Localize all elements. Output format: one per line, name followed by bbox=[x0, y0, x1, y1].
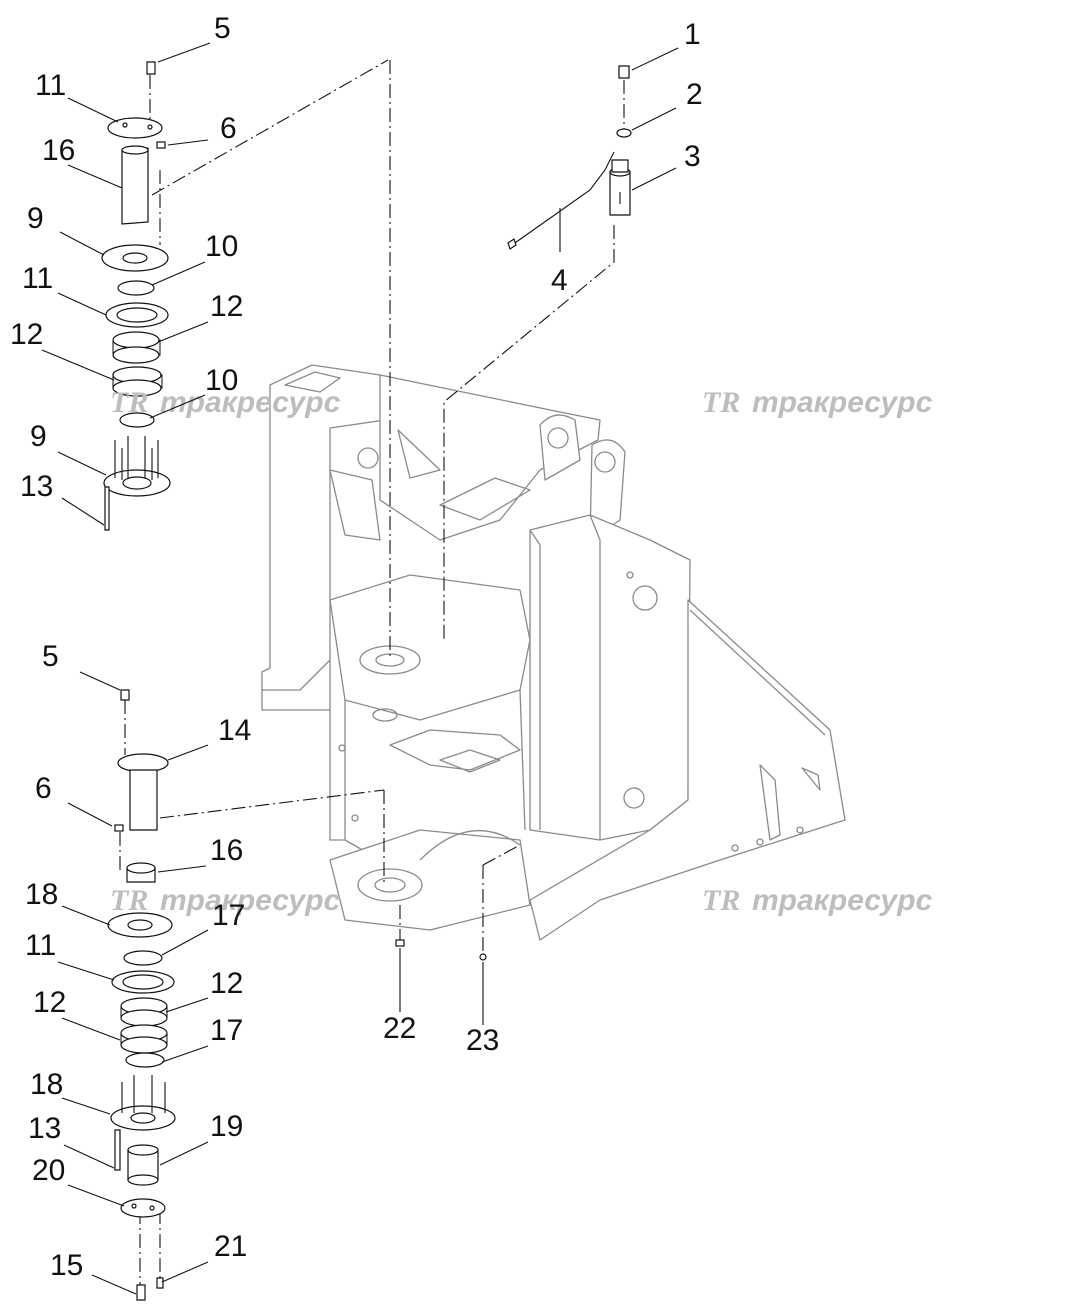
watermark-text: тракресурс bbox=[752, 884, 933, 917]
callout-20: 20 bbox=[32, 1154, 65, 1187]
assembly-axes bbox=[119, 59, 625, 1285]
callout-leaders bbox=[41, 42, 679, 1295]
upper-left-parts bbox=[101, 61, 171, 531]
callout-8: 16 bbox=[42, 134, 75, 167]
callout-numbers: 5 11 6 16 9 10 11 12 12 10 9 13 1 2 3 4 … bbox=[10, 12, 703, 1282]
lower-left-parts bbox=[107, 689, 487, 1301]
callout-18-b: 18 bbox=[30, 1068, 63, 1101]
watermark-logo: TR bbox=[702, 386, 740, 419]
callout-2: 2 bbox=[686, 78, 703, 111]
callout-1: 1 bbox=[684, 18, 701, 51]
callout-14: 14 bbox=[218, 714, 251, 747]
callout-5-bottom: 5 bbox=[42, 640, 59, 673]
callout-3: 3 bbox=[684, 140, 701, 173]
callout-4: 4 bbox=[551, 264, 568, 297]
callout-6-top: 6 bbox=[220, 112, 237, 145]
callout-12-c: 12 bbox=[210, 967, 243, 1000]
callout-12-b: 12 bbox=[10, 318, 43, 351]
callout-10-b: 10 bbox=[205, 364, 238, 397]
callout-16: 16 bbox=[210, 834, 243, 867]
callout-6-bottom: 6 bbox=[35, 772, 52, 805]
callout-11-b: 11 bbox=[25, 929, 56, 962]
watermark-4: TR тракресурс bbox=[702, 884, 933, 917]
callout-22: 22 bbox=[383, 1012, 416, 1045]
callout-17-a: 17 bbox=[212, 899, 245, 932]
watermark-text: тракресурс bbox=[752, 386, 933, 419]
callout-18-a: 18 bbox=[25, 878, 58, 911]
watermark-text: тракресурс bbox=[160, 386, 341, 419]
callout-9-a: 9 bbox=[27, 202, 44, 235]
watermark-3: TR тракресурс bbox=[110, 884, 341, 917]
callout-19: 19 bbox=[210, 1110, 243, 1143]
callout-5-top: 5 bbox=[214, 12, 231, 45]
callout-23: 23 bbox=[466, 1024, 499, 1057]
watermark-1: TR тракресурс bbox=[110, 386, 341, 419]
watermark-2: TR тракресурс bbox=[702, 386, 933, 419]
callout-12-a: 12 bbox=[210, 290, 243, 323]
callout-9-b: 9 bbox=[30, 420, 47, 453]
callout-21: 21 bbox=[214, 1230, 247, 1263]
callout-10-a: 10 bbox=[205, 230, 238, 263]
callout-11-a: 11 bbox=[22, 262, 53, 295]
main-frame bbox=[261, 364, 846, 941]
callout-15: 15 bbox=[50, 1249, 83, 1282]
watermark-text: тракресурс bbox=[160, 884, 341, 917]
watermark-logo: TR bbox=[110, 884, 148, 917]
callout-13-a: 13 bbox=[20, 470, 53, 503]
watermark-logo: TR bbox=[110, 386, 148, 419]
callout-17-b: 17 bbox=[210, 1014, 243, 1047]
callout-12-d: 12 bbox=[33, 986, 66, 1019]
watermark-logo: TR bbox=[702, 884, 740, 917]
upper-right-parts bbox=[507, 65, 632, 250]
callout-13-b: 13 bbox=[28, 1112, 61, 1145]
callout-7: 11 bbox=[35, 69, 66, 102]
